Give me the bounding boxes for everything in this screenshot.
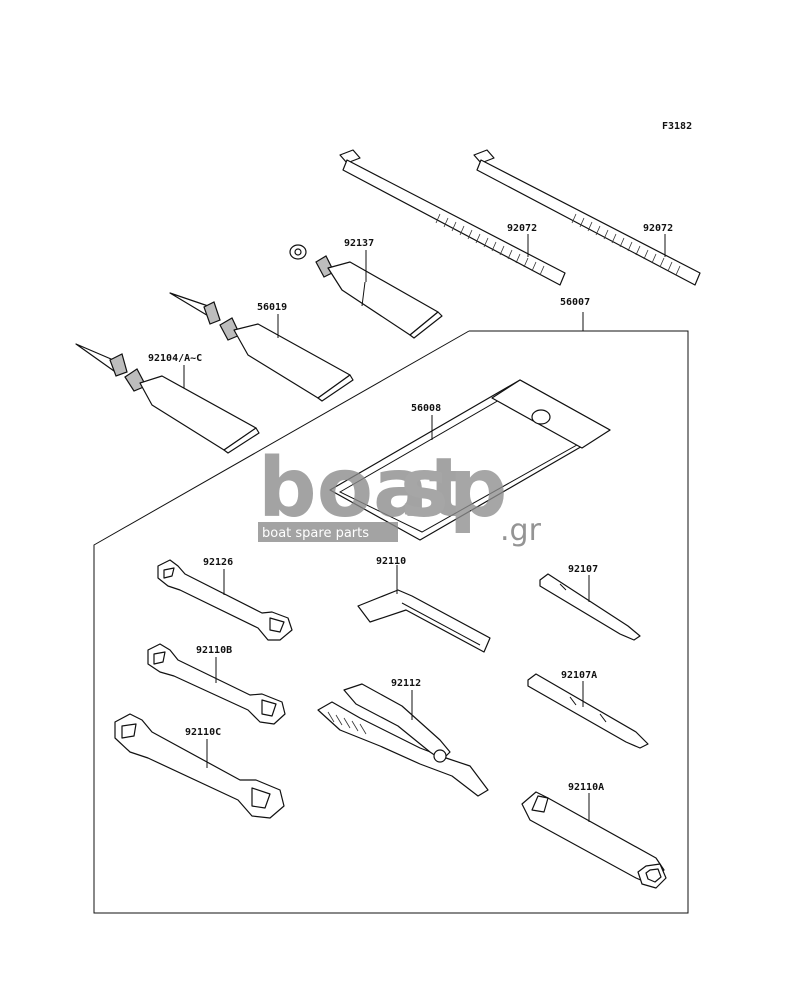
part-label-92110a: 92110A xyxy=(568,782,604,793)
part-label-92110: 92110 xyxy=(376,556,406,567)
part-label-92110c: 92110C xyxy=(185,727,221,738)
watermark-word-sp: sp xyxy=(400,441,508,536)
part-label-56007: 56007 xyxy=(560,297,590,308)
cable-tie-2 xyxy=(473,149,701,286)
figure-code: F3182 xyxy=(662,121,692,132)
part-label-92107a: 92107A xyxy=(561,670,597,681)
part-label-92126: 92126 xyxy=(203,557,233,568)
tube-92104 xyxy=(75,343,260,454)
part-label-92112: 92112 xyxy=(391,678,421,689)
part-label-92137: 92137 xyxy=(344,238,374,249)
pliers-92112 xyxy=(317,683,489,797)
wrench-92126 xyxy=(157,559,293,641)
wrench-92110c xyxy=(114,713,285,819)
part-label-56008: 56008 xyxy=(411,403,441,414)
part-label-cable-tie-1: 92072 xyxy=(507,223,537,234)
box-wrench-92110a xyxy=(521,791,667,889)
tube-56019 xyxy=(169,292,354,402)
cable-tie-1 xyxy=(339,149,566,286)
driver-bit-92107a xyxy=(527,673,649,749)
wrench-92110b xyxy=(147,643,286,725)
part-label-92110b: 92110B xyxy=(196,645,232,656)
watermark-tagline-bar xyxy=(258,522,398,542)
tube-92137 xyxy=(289,244,443,339)
boatsp-watermark: boat sp .gr boat spare parts xyxy=(258,441,542,548)
part-label-56019: 56019 xyxy=(257,302,287,313)
hex-key-92110 xyxy=(357,589,491,653)
tool-bag xyxy=(329,379,611,541)
watermark-tld: .gr xyxy=(500,513,542,548)
driver-bit-92107 xyxy=(539,573,641,641)
watermark-word-boat: boat xyxy=(258,441,468,536)
tool-kit-outline xyxy=(93,330,689,914)
part-label-92107: 92107 xyxy=(568,564,598,575)
part-label-92104: 92104/A~C xyxy=(148,353,202,364)
part-label-cable-tie-2: 92072 xyxy=(643,223,673,234)
watermark-tagline: boat spare parts xyxy=(262,526,369,541)
